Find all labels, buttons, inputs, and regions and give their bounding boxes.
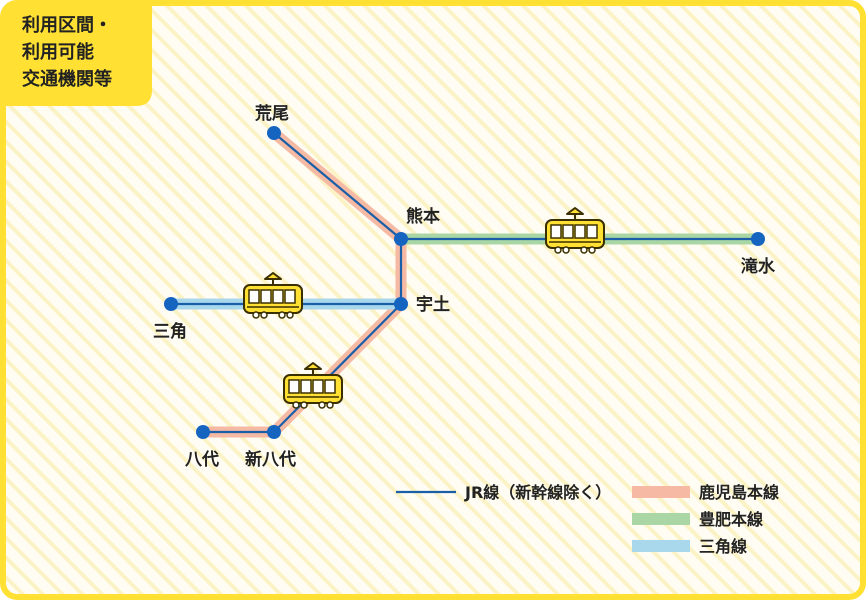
station-label-kumamoto: 熊本 [406, 206, 440, 227]
station-dot-ozu [751, 232, 765, 246]
station-label-arao: 荒尾 [254, 103, 289, 124]
legend-kagoshima-label: 鹿児島本線 [699, 483, 779, 502]
legend-misumi-label: 三角線 [699, 537, 747, 556]
station-label-shin-yatsushiro: 新八代 [245, 449, 296, 470]
legend-misumi-swatch [632, 540, 690, 552]
station-label-ozu: 滝水 [741, 256, 776, 277]
station-label-yatsushiro: 八代 [185, 449, 219, 470]
header-title-line-2: 利用可能 [22, 41, 94, 63]
station-dot-uto [394, 297, 408, 311]
station-dot-yatsushiro [196, 425, 210, 439]
legend-jr-label: JR線（新幹線除く） [464, 483, 611, 502]
station-dot-shin-yatsushiro [267, 425, 281, 439]
legend: JR線（新幹線除く） 鹿児島本線 豊肥本線 三角線 [396, 483, 779, 556]
station-label-uto: 宇土 [416, 294, 450, 315]
header-title-line-3: 交通機関等 [22, 68, 112, 90]
legend-kagoshima-swatch [632, 486, 690, 498]
station-dot-misumi [164, 297, 178, 311]
legend-hohi-swatch [632, 513, 690, 525]
station-dot-arao [267, 126, 281, 140]
station-dot-kumamoto [394, 232, 408, 246]
header-badge [3, 3, 152, 106]
legend-hohi-label: 豊肥本線 [699, 510, 763, 529]
header-title-line-1: 利用区間・ [22, 14, 112, 36]
station-label-misumi: 三角 [153, 321, 187, 342]
